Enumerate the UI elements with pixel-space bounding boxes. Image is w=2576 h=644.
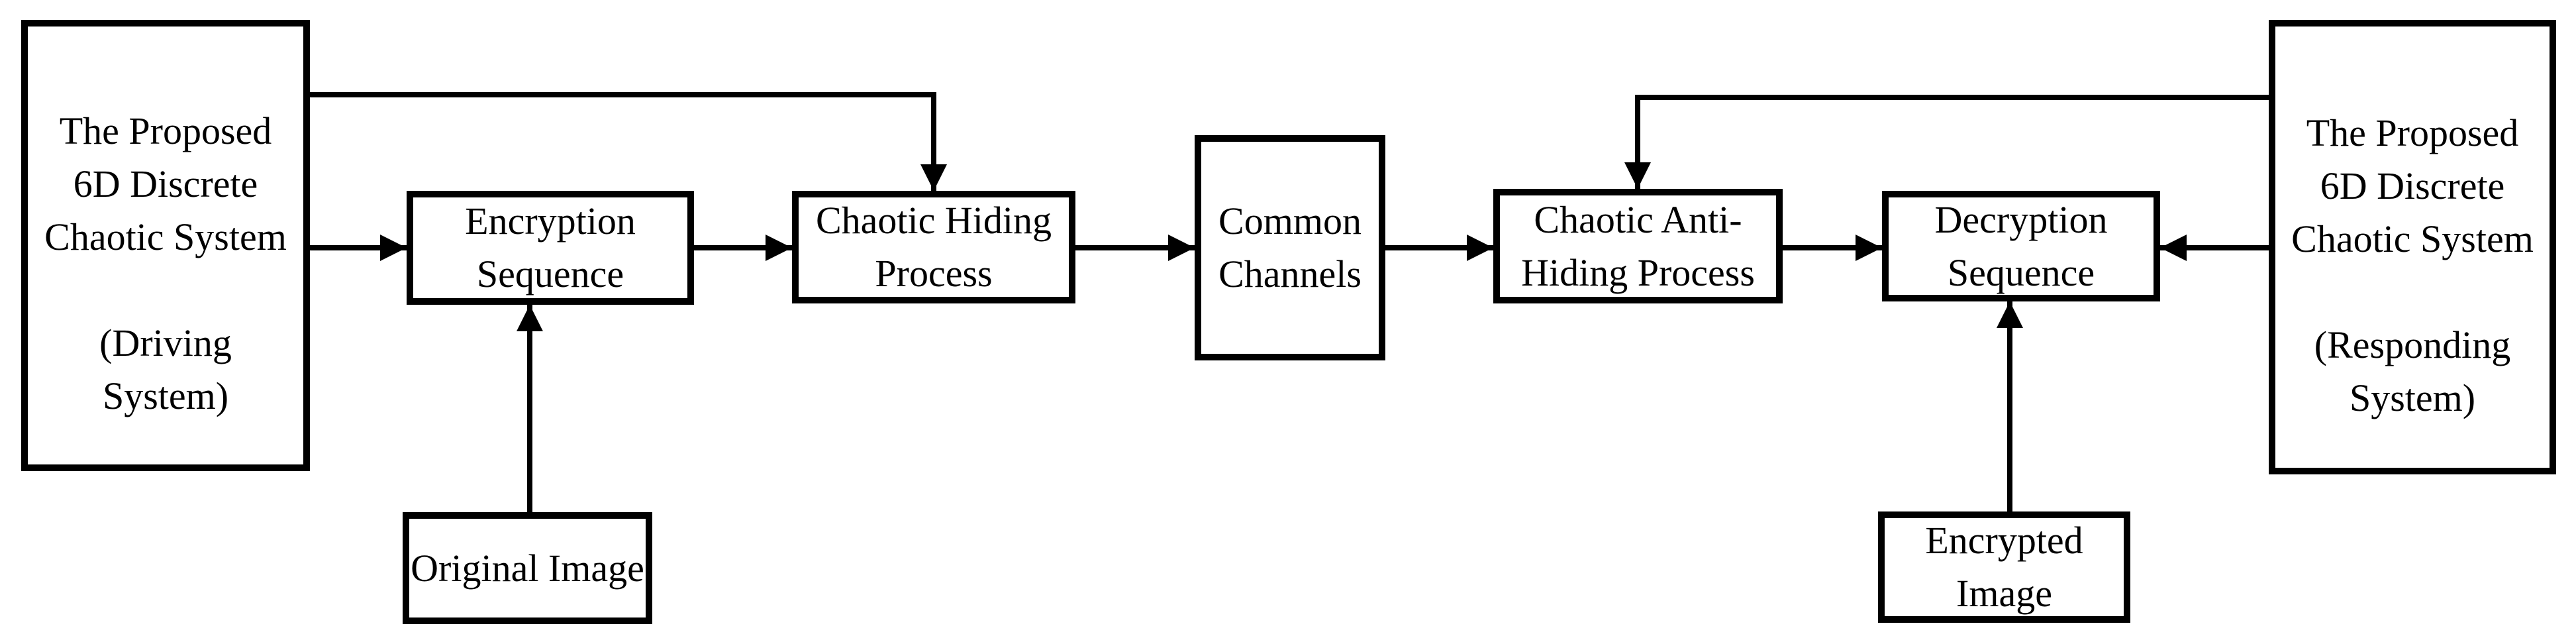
node-label-line: Common — [1218, 199, 1362, 242]
node-label-line: (Responding — [2314, 323, 2511, 366]
node-label-line: Hiding Process — [1521, 250, 1755, 294]
node-label-line: Original Image — [411, 546, 644, 590]
original-image-box: Original Image — [403, 512, 652, 624]
node-label-line: Sequence — [1947, 250, 2095, 294]
node-label-line: Chaotic System — [44, 215, 287, 258]
node-label-line: The Proposed — [59, 109, 272, 152]
node-label-line: Decryption — [1934, 197, 2108, 241]
chaotic-anti-hiding-process-box: Chaotic Anti- Hiding Process — [1493, 189, 1783, 303]
node-label-line: Chaotic Hiding — [815, 199, 1052, 242]
node-label-line: 6D Discrete — [2320, 164, 2505, 207]
node-label-line: System) — [2349, 376, 2476, 419]
node-label-line: (Driving — [99, 321, 232, 364]
node-label-line: Process — [875, 252, 993, 295]
node-label-line: Chaotic Anti- — [1534, 197, 1742, 241]
node-label-line: The Proposed — [2306, 111, 2519, 154]
arrow-driving-system-to-chaotic-hiding-process — [310, 92, 947, 191]
node-label-line: Encrypted — [1925, 519, 2083, 562]
node-label-line: Image — [1956, 572, 2052, 615]
arrow-responding-system-to-chaotic-anti-hiding-process — [1624, 95, 2269, 189]
node-label-line: Encryption — [465, 199, 636, 242]
node-label-line — [2408, 266, 2418, 319]
node-label-line — [161, 264, 171, 317]
node-label-line: System) — [102, 374, 229, 417]
node-label-line: 6D Discrete — [73, 162, 258, 205]
node-label-line: Channels — [1218, 252, 1362, 295]
node-label-line: Chaotic System — [2291, 217, 2534, 260]
node-label-line: Sequence — [476, 252, 624, 295]
